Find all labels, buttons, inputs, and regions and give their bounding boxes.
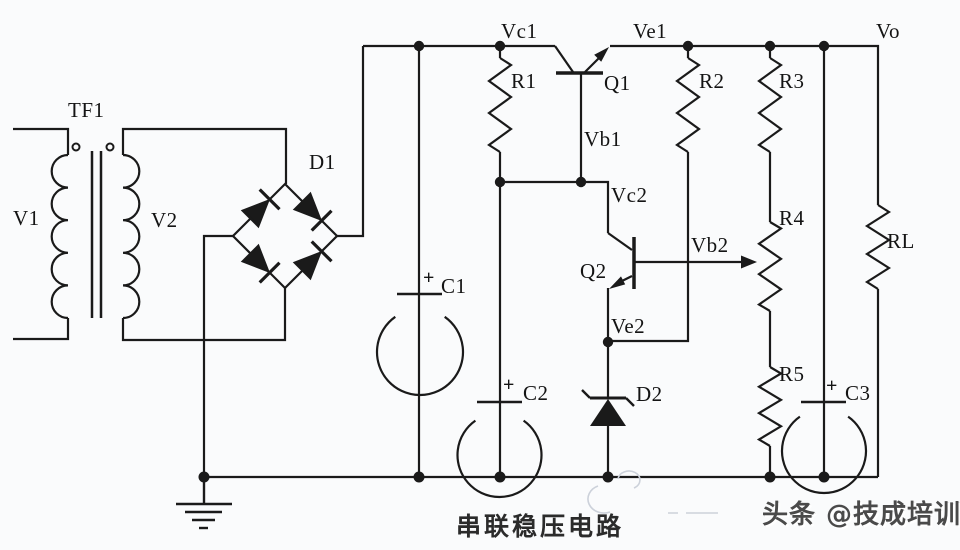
label-c3: C3 [845, 381, 871, 405]
polarity-dot-secondary [105, 142, 115, 152]
q1-emitter-arrow [594, 47, 609, 62]
capacitor-c3-symbol [780, 46, 868, 495]
label-v1: V1 [13, 206, 40, 230]
label-r1: R1 [511, 69, 537, 93]
top-rail-output-segment [610, 44, 880, 205]
label-tf1: TF1 [68, 98, 105, 122]
brand-watermark: 头条 @技成培训 [762, 500, 960, 530]
label-node-vb1: Vb1 [584, 127, 622, 151]
label-node-ve1: Ve1 [633, 19, 668, 43]
rl-zigzag [864, 204, 892, 290]
primary-top-lead [13, 127, 70, 155]
r2-zigzag [675, 57, 701, 153]
label-node-vb2: Vb2 [691, 233, 729, 257]
junction-dots [198, 40, 830, 483]
label-c1-plus: + [423, 267, 435, 289]
label-q1: Q1 [604, 71, 631, 95]
secondary-top-lead [121, 127, 288, 184]
c2-can-arc [456, 419, 543, 499]
bridge-right-output-wire [337, 46, 365, 238]
q1-collector [554, 45, 574, 73]
r3-zigzag [757, 57, 783, 153]
label-d2: D2 [636, 382, 663, 406]
circuit-caption: 串联稳压电路 [456, 512, 625, 541]
r2-bottom-wire [608, 152, 690, 343]
bridge-left-output-wire [202, 234, 233, 477]
label-rl: RL [887, 229, 915, 253]
bridge-diamond [231, 182, 339, 290]
d2-cathode-wings [581, 389, 635, 407]
faint-watermark-doodle [587, 470, 718, 514]
bridge-diode-bottom-left [240, 243, 281, 284]
label-node-vo: Vo [876, 19, 900, 43]
r4-zigzag [756, 221, 784, 312]
label-v2: V2 [151, 208, 178, 232]
label-node-ve2: Ve2 [611, 314, 646, 338]
label-c2-plus: + [503, 374, 515, 396]
zener-d2-symbol [581, 342, 635, 477]
label-r4: R4 [779, 206, 805, 230]
c3-can-arc [780, 415, 868, 495]
core-lines [90, 151, 103, 318]
q2-emitter-arrow [609, 276, 626, 289]
label-c3-plus: + [826, 375, 838, 397]
label-node-vc2: Vc2 [611, 183, 648, 207]
ground-symbol [176, 477, 232, 530]
bridge-diode-top-left [240, 188, 281, 229]
r5-zigzag [756, 366, 784, 447]
primary-bottom-lead [13, 318, 70, 341]
label-q2: Q2 [580, 259, 607, 283]
label-node-vc1: Vc1 [501, 19, 538, 43]
label-d1: D1 [309, 150, 336, 174]
q2-base-arrow-into-r4 [741, 255, 757, 269]
vb1-to-q2-wire [500, 180, 610, 233]
q2-collector [607, 232, 633, 251]
r1-zigzag [487, 57, 513, 153]
bridge-diode-bottom-right [292, 240, 333, 281]
bridge-rectifier-symbol [202, 46, 365, 477]
d2-anode-triangle [590, 399, 626, 426]
label-r5: R5 [779, 362, 805, 386]
capacitor-c1-symbol [375, 46, 465, 477]
label-r3: R3 [779, 69, 805, 93]
label-r2: R2 [699, 69, 725, 93]
secondary-winding-coil [122, 153, 141, 320]
bridge-diode-top-right [292, 191, 333, 232]
transformer-symbol [13, 127, 288, 342]
primary-winding-coil [50, 153, 69, 320]
polarity-dot-primary [71, 142, 81, 152]
c1-can-arc [375, 315, 465, 397]
capacitor-c2-symbol [456, 182, 543, 499]
label-c1: C1 [441, 274, 467, 298]
transistor-q1-symbol [554, 45, 609, 182]
label-c2: C2 [523, 381, 549, 405]
